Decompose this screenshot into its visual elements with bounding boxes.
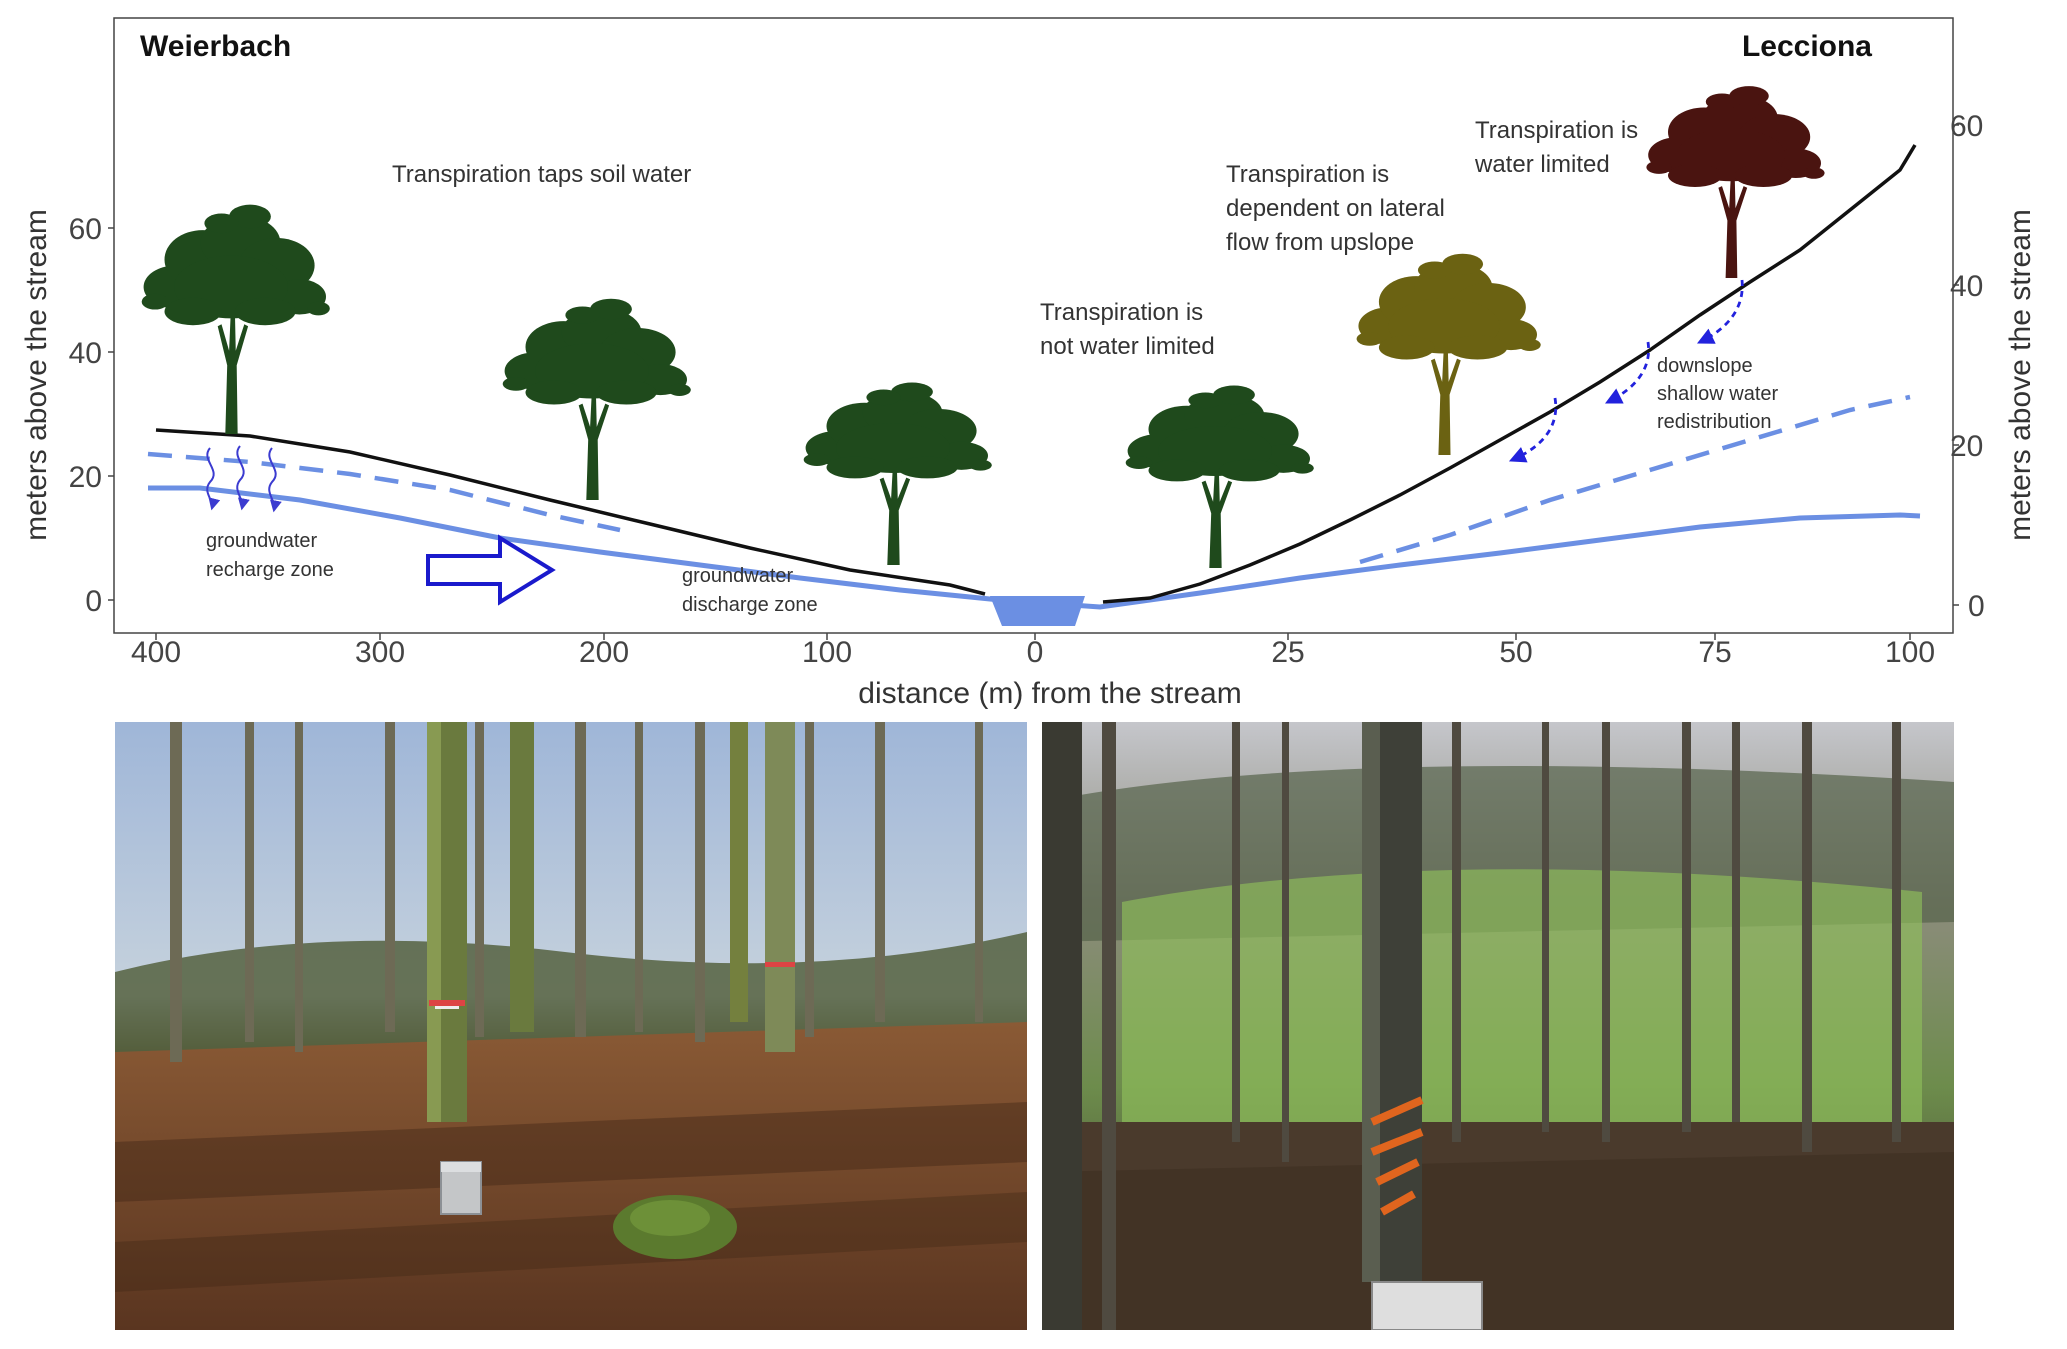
tree-icon xyxy=(1356,253,1541,455)
annotation-redistribution-line2: shallow water xyxy=(1657,383,1779,405)
x-axis-label: distance (m) from the stream xyxy=(858,677,1241,710)
xtick: 25 xyxy=(1271,636,1304,669)
tree-icon xyxy=(1125,385,1314,568)
stream-channel xyxy=(990,596,1085,626)
annotation-water-limited-line1: Transpiration is xyxy=(1475,117,1638,144)
tree-icon xyxy=(141,204,330,434)
groundwater-flow-arrow-icon xyxy=(426,534,556,606)
redistribution-arrows xyxy=(1508,279,1744,463)
recharge-arrows xyxy=(206,445,282,513)
lecciona-photo xyxy=(1042,722,1954,1330)
left-ytick: 60 xyxy=(69,213,102,246)
x-axis: 400 300 200 100 0 25 50 75 100 xyxy=(131,633,1935,669)
annotation-redistribution-line1: downslope xyxy=(1657,355,1753,377)
groundwater-table-line xyxy=(148,485,1921,610)
tree-icon xyxy=(1646,86,1825,279)
tree-icon xyxy=(803,382,992,565)
xtick: 50 xyxy=(1499,636,1532,669)
panel-title-weierbach: Weierbach xyxy=(140,30,291,63)
xtick: 75 xyxy=(1698,636,1731,669)
right-ytick: 20 xyxy=(1950,430,1983,463)
tree-icon xyxy=(502,298,691,500)
annotation-lateral-line2: dependent on lateral xyxy=(1226,195,1445,222)
left-ytick: 0 xyxy=(85,585,102,618)
panel-title-lecciona: Lecciona xyxy=(1742,30,1872,63)
lecciona-slope-forest-photo-icon xyxy=(1042,722,1954,1330)
right-ytick: 0 xyxy=(1968,590,1985,623)
right-ytick: 40 xyxy=(1950,270,1983,303)
right-ytick: 60 xyxy=(1950,110,1983,143)
right-y-axis: 0 20 40 60 xyxy=(1950,110,1985,623)
left-y-axis: 0 20 40 60 xyxy=(69,213,114,618)
weierbach-beech-forest-photo-icon xyxy=(115,722,1027,1330)
annotation-discharge-line2: discharge zone xyxy=(682,594,818,616)
xtick: 300 xyxy=(355,636,405,669)
annotation-redistribution-line3: redistribution xyxy=(1657,411,1772,433)
annotation-discharge-line1: groundwater xyxy=(682,565,794,587)
xtick: 100 xyxy=(802,636,852,669)
ground-surface-line xyxy=(155,144,1917,604)
left-y-axis-label: meters above the stream xyxy=(20,209,53,541)
annotation-recharge-line1: groundwater xyxy=(206,530,318,552)
xtick: 400 xyxy=(131,636,181,669)
left-ytick: 20 xyxy=(69,461,102,494)
plot-frame xyxy=(113,17,1954,634)
xtick: 200 xyxy=(579,636,629,669)
weierbach-photo xyxy=(115,722,1027,1330)
left-ytick: 40 xyxy=(69,337,102,370)
annotation-recharge-line2: recharge zone xyxy=(206,559,334,581)
annotation-water-limited-line2: water limited xyxy=(1474,151,1610,178)
annotation-not-limited-line1: Transpiration is xyxy=(1040,299,1203,326)
annotation-not-limited-line2: not water limited xyxy=(1040,333,1215,360)
annotation-lateral-line3: flow from upslope xyxy=(1226,229,1414,256)
xtick: 100 xyxy=(1885,636,1935,669)
annotation-lateral-line1: Transpiration is xyxy=(1226,161,1389,188)
shallow-water-table-dashed-line xyxy=(147,394,1911,565)
right-y-axis-label: meters above the stream xyxy=(2004,209,2037,541)
annotation-soil-water: Transpiration taps soil water xyxy=(392,161,691,188)
xtick: 0 xyxy=(1027,636,1044,669)
